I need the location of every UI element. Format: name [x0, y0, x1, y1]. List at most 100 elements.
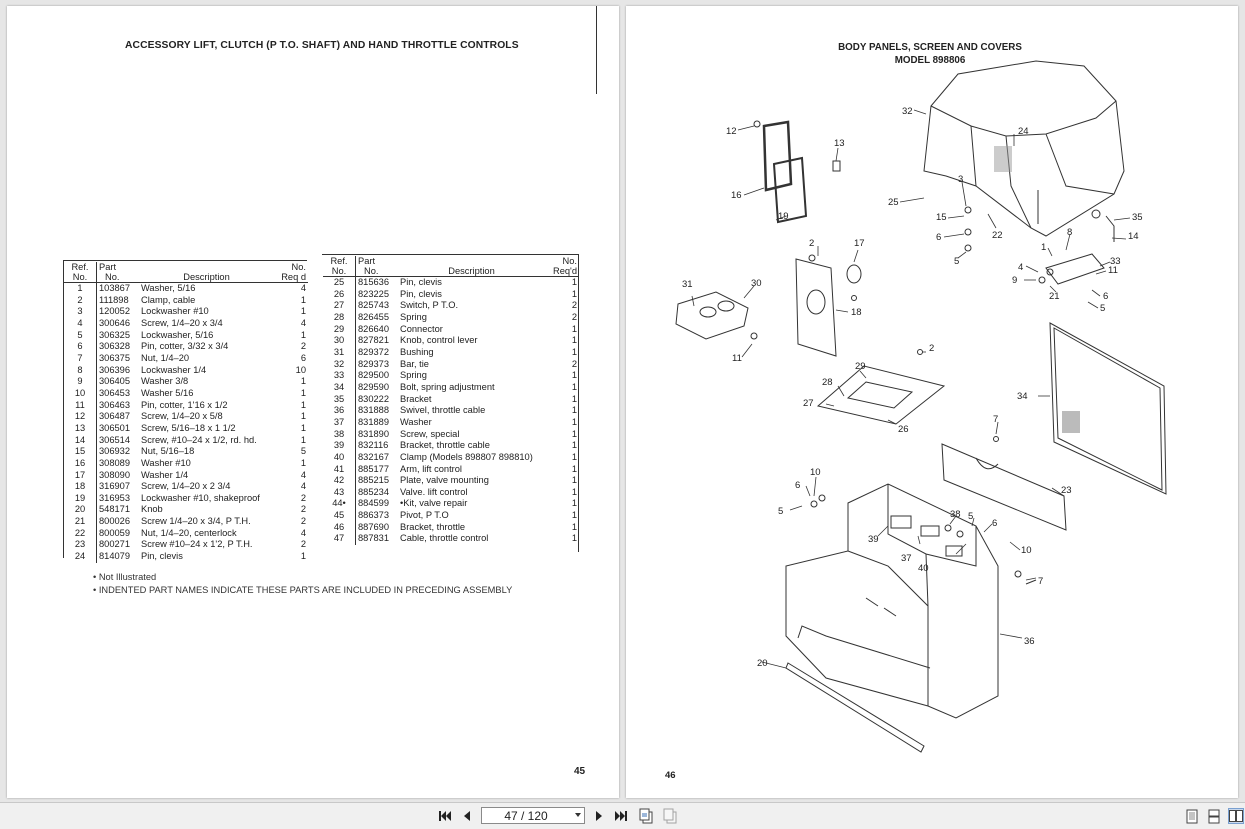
cell-req: 2	[571, 300, 577, 311]
header-ref: Ref.	[71, 262, 89, 272]
callout-label: 17	[854, 238, 865, 249]
cell-part: 823225	[358, 288, 390, 299]
cell-desc: Screw 1/4–20 x 3/4, P T.H.	[141, 516, 251, 527]
cell-desc: Lockwasher #10	[141, 306, 209, 317]
callout-label: 10	[810, 467, 821, 478]
cell-req: 2	[300, 492, 306, 503]
cell-desc: Screw, 1/4–20 x 3/4	[141, 317, 223, 328]
cell-req: 1	[571, 277, 577, 287]
cell-part: 829372	[358, 346, 390, 357]
single-page-icon[interactable]	[1184, 808, 1200, 824]
callout-label: 8	[1067, 227, 1072, 238]
header-part-no: No.	[105, 272, 120, 282]
cell-desc: Washer	[400, 416, 432, 427]
cell-desc: Bracket, throttle cable	[400, 440, 490, 451]
callout-label: 11	[1108, 265, 1118, 276]
cell-req: 1	[571, 346, 577, 357]
header-part-2: Part	[358, 256, 376, 266]
cell-req: 2	[300, 341, 306, 352]
cell-part: 306487	[99, 411, 131, 422]
cell-part: 884599	[358, 498, 390, 509]
viewer-toolbar: 47 / 120	[0, 802, 1245, 829]
next-page-icon[interactable]	[591, 808, 607, 824]
cell-part: 885234	[358, 486, 390, 497]
continuous-page-icon[interactable]	[1206, 808, 1222, 824]
table-right-border	[578, 254, 579, 552]
cell-desc: Nut, 1/4–20	[141, 352, 190, 363]
callout-label: 21	[1049, 291, 1060, 302]
callout-label: 2	[809, 238, 814, 249]
cell-req: 4	[300, 527, 306, 538]
cell-ref: 24	[64, 551, 97, 563]
go-back-icon[interactable]	[638, 808, 654, 824]
cell-part: 316907	[99, 481, 131, 492]
callout-label: 1	[1041, 242, 1046, 253]
cell-ref: 23	[64, 539, 97, 552]
cell-ref: 15	[64, 446, 97, 458]
cell-part: 885215	[358, 475, 390, 486]
cell-ref: 4	[64, 317, 97, 330]
cell-ref: 42	[323, 475, 356, 487]
page-title-right: BODY PANELS, SCREEN AND COVERS MODEL 898…	[820, 41, 1040, 67]
two-page-icon[interactable]	[1228, 808, 1244, 824]
cell-req: 1	[571, 393, 577, 404]
header-ref-2: Ref.	[330, 256, 348, 266]
prev-page-icon[interactable]	[459, 808, 475, 824]
cell-ref: 21	[64, 516, 97, 528]
cell-req: 1	[571, 498, 577, 509]
cell-req: 1	[571, 405, 577, 416]
cell-ref: 30	[323, 335, 356, 347]
cell-req: 1	[571, 428, 577, 439]
document-viewer[interactable]: ACCESSORY LIFT, CLUTCH (P T.O. SHAFT) AN…	[0, 0, 1245, 802]
cell-desc: Lockwasher 1/4	[141, 364, 207, 375]
cell-part: 815636	[358, 277, 390, 287]
cell-part: 829590	[358, 381, 390, 392]
cell-req: 1	[571, 335, 577, 346]
cell-ref: 2	[64, 294, 97, 307]
callout-label: 29	[855, 361, 866, 372]
callout-label: 6	[1103, 291, 1108, 302]
first-page-icon[interactable]	[437, 808, 453, 824]
page-indicator: 47 / 120	[504, 809, 548, 823]
cell-req: 2	[300, 504, 306, 515]
go-forward-icon[interactable]	[662, 808, 678, 824]
cell-req: 1	[571, 323, 577, 334]
cell-ref: 12	[64, 411, 97, 423]
cell-desc: Screw, #10–24 x 1/2, rd. hd.	[141, 434, 257, 445]
callout-label: 5	[1100, 303, 1105, 314]
callout-label: 20	[757, 658, 768, 669]
cell-ref: 18	[64, 481, 97, 493]
page-number-select[interactable]: 47 / 120	[481, 807, 585, 824]
cell-ref: 38	[323, 428, 356, 441]
cell-part: 306328	[99, 341, 131, 352]
callout-label: 19	[778, 211, 789, 222]
cell-req: 1	[571, 510, 577, 521]
linkage-drawing	[1045, 209, 1115, 285]
cell-ref: 41	[323, 463, 356, 476]
cell-req: 4	[300, 481, 306, 492]
cell-desc: Lockwasher #10, shakeproof	[141, 492, 260, 503]
cell-ref: 47	[323, 533, 356, 546]
callout-label: 40	[918, 563, 929, 574]
cell-ref: 5	[64, 329, 97, 342]
cell-req: 6	[300, 352, 306, 363]
cell-ref: 33	[323, 370, 356, 382]
cell-desc: Spring	[400, 370, 427, 381]
cell-desc: Connector	[400, 323, 443, 334]
callout-label: 7	[1038, 576, 1043, 587]
last-page-icon[interactable]	[613, 808, 629, 824]
